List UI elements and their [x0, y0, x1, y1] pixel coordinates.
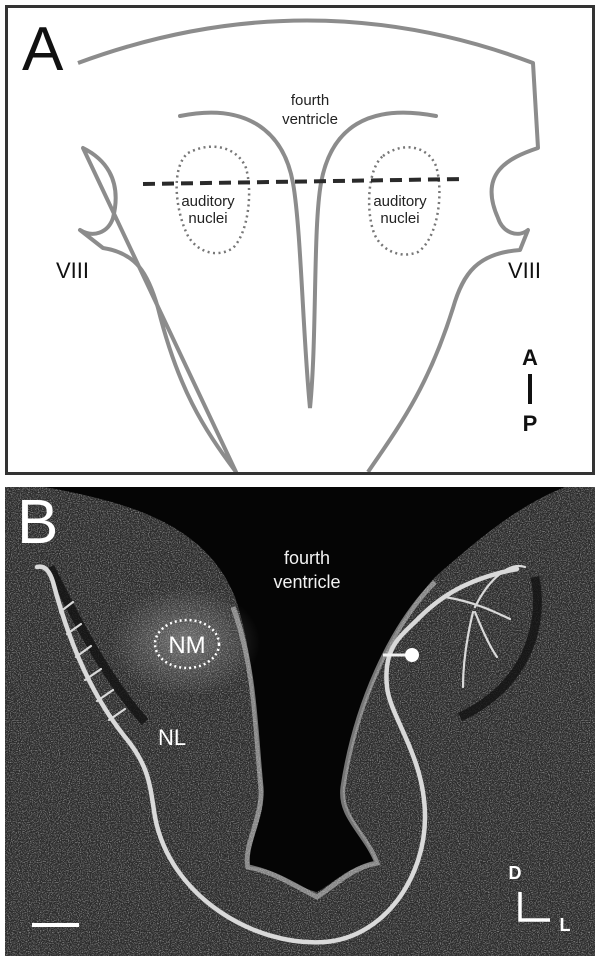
branching-tract — [443, 564, 527, 689]
auditory-left-label-line2: nuclei — [188, 210, 227, 227]
dorsal-label: D — [509, 863, 522, 883]
panel-a-letter: A — [22, 15, 64, 84]
section-plane-line — [142, 177, 464, 186]
auditory-right-label-line1: auditory — [373, 193, 427, 210]
nl-hatch-marks — [58, 600, 127, 722]
brainstem-trace — [34, 564, 520, 945]
auditory-right-label-line2: nuclei — [380, 210, 419, 227]
panel-a-drawing: A fourth ventricle auditory nuclei audit… — [22, 15, 541, 472]
posterior-label: P — [523, 411, 538, 436]
nerve-viii-left-label: VIII — [56, 258, 89, 283]
nm-glow — [110, 587, 260, 697]
ventricle-label-line2: ventricle — [282, 111, 338, 128]
lateral-label: L — [560, 915, 571, 935]
auditory-nucleus-right — [367, 146, 441, 256]
nerve-viii-right-label: VIII — [508, 258, 541, 283]
nm-outline — [153, 618, 221, 670]
panel-a-schematic: A fourth ventricle auditory nuclei audit… — [5, 5, 595, 475]
panel-b-micrograph: B fourth ventricle NM NL D L — [5, 487, 595, 956]
panel-b-drawing: B fourth ventricle NM NL D L — [5, 487, 595, 956]
ventricle-b-label-line1: fourth — [284, 548, 330, 568]
brainstem-outline — [77, 18, 540, 472]
dl-axis — [518, 892, 550, 922]
terminal-bulb — [405, 648, 419, 662]
auditory-nucleus-left — [175, 145, 251, 255]
auditory-left-label-line1: auditory — [181, 193, 235, 210]
ventricle-label-line1: fourth — [291, 92, 329, 109]
nl-label: NL — [158, 725, 186, 750]
ventricle-outline — [178, 110, 438, 409]
panel-b-letter: B — [17, 488, 58, 557]
ventricle-rim — [230, 580, 437, 900]
nm-label: NM — [168, 632, 205, 659]
ventricle-lumen — [45, 487, 565, 892]
nl-dark-band-right — [458, 576, 542, 722]
ventricle-b-label-line2: ventricle — [273, 572, 340, 592]
anterior-label: A — [522, 345, 538, 370]
